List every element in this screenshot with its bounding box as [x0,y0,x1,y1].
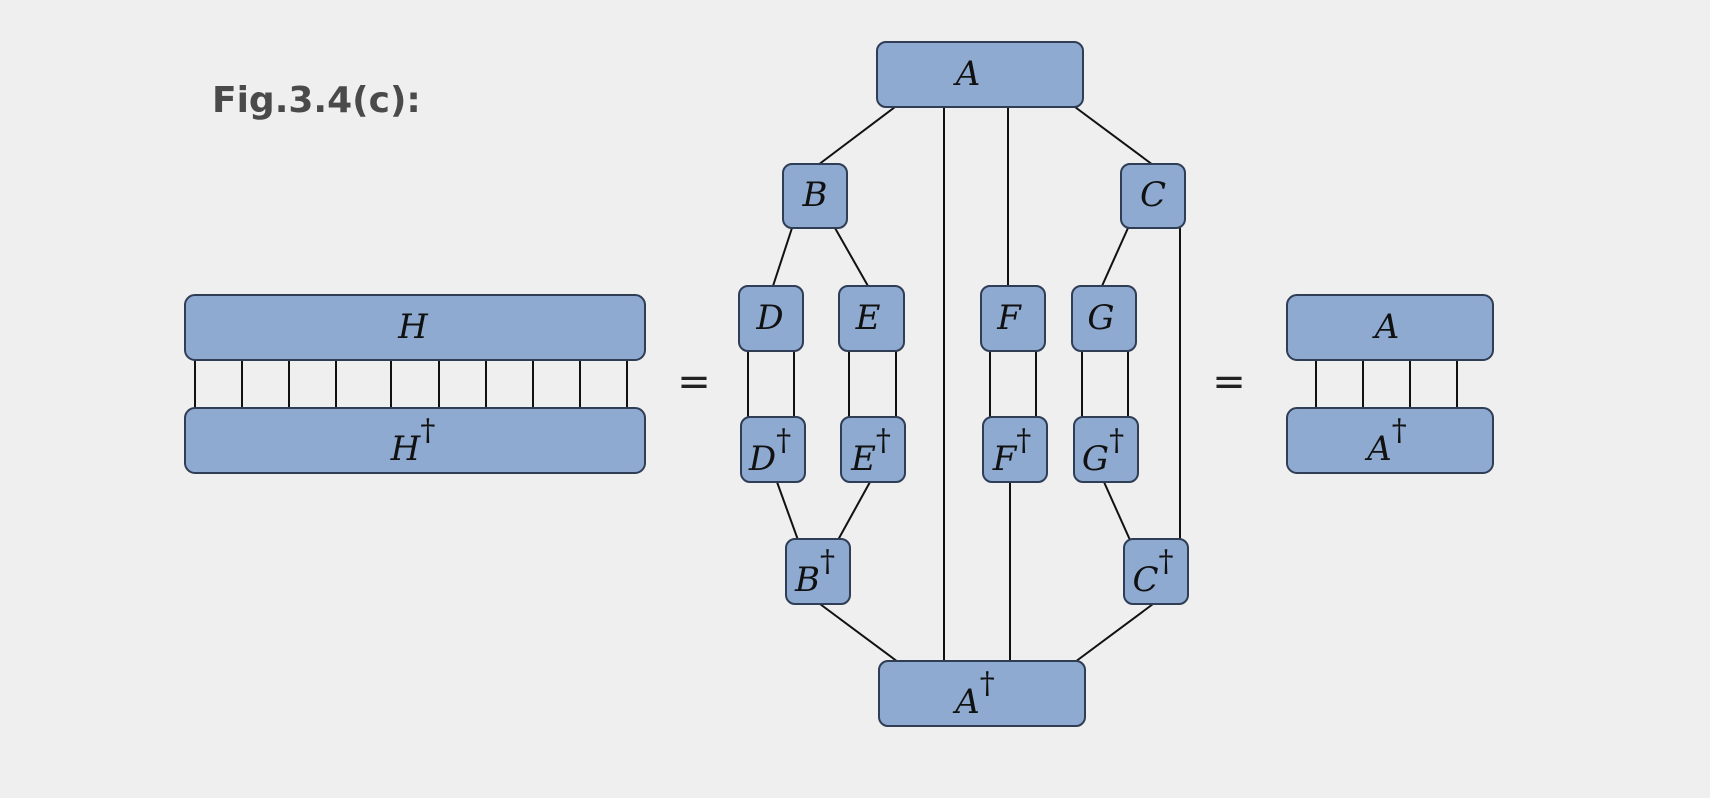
A-tensor [876,41,1084,108]
A-dagger-right-tensor [1286,407,1494,474]
F-dagger-tensor [982,416,1048,483]
D-dagger-tensor [740,416,806,483]
E-tensor [838,285,905,352]
G-dagger-label: G† [1082,423,1124,479]
A-dagger-right-label: A† [1364,413,1407,469]
B-dagger-tensor [785,538,851,605]
middle-nodes: A B C D E F G D† E† F† G† B† C† [738,41,1189,727]
right-group: A A† [1286,294,1494,474]
C-dagger-tensor [1123,538,1189,605]
D-label: D [755,298,783,338]
A-dagger-tensor [878,660,1086,727]
A-right-label: A [1372,307,1400,347]
H-tensor [184,294,646,361]
B-dagger-label: B† [794,544,835,600]
equals-sign-1: = [677,359,711,405]
A-right-tensor [1286,294,1494,361]
B-label: B [802,175,828,215]
left-wires [194,360,628,410]
E-dagger-label: E† [850,423,891,479]
C-tensor [1120,163,1186,229]
H-label: H [397,307,429,347]
E-dagger-tensor [840,416,906,483]
E-label: E [855,298,881,338]
B-tensor [782,163,848,229]
C-label: C [1140,175,1166,215]
F-dagger-label: F† [992,423,1032,479]
A-label: A [953,54,981,94]
F-tensor [980,285,1046,352]
C-dagger-label: C† [1132,544,1173,600]
H-dagger-tensor [184,407,646,474]
A-dagger-label: A† [952,666,995,722]
H-dagger-label: H† [390,413,436,469]
D-dagger-label: D† [748,423,791,479]
left-group: H H† [184,294,646,474]
G-tensor [1071,285,1137,352]
D-tensor [738,285,804,352]
G-label: G [1087,298,1114,338]
figure-caption: Fig.3.4(c): [212,80,421,121]
middle-wires [747,106,1181,663]
F-label: F [996,298,1022,338]
G-dagger-tensor [1073,416,1139,483]
equals-sign-2: = [1212,359,1246,405]
right-wires [1315,360,1458,410]
